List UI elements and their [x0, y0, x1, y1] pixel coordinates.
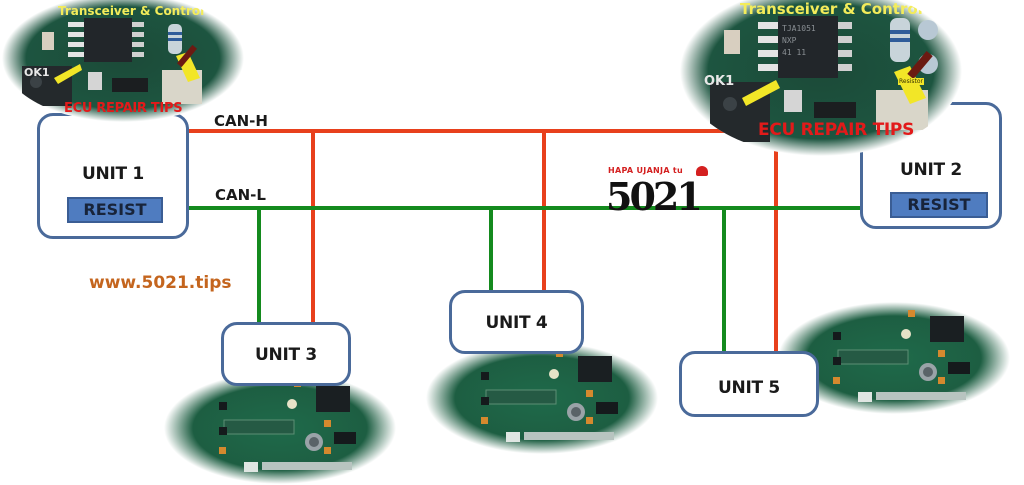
- website-link[interactable]: www.5021.tips: [89, 273, 232, 293]
- brand-logo: HAPA UJANJA tu 5021: [606, 166, 716, 220]
- can-low-label: CAN-L: [215, 186, 266, 204]
- unit-2-resist-terminator: RESIST: [890, 192, 988, 218]
- unit-2-photo-watermark-url: www.5021: [906, 142, 942, 149]
- unit-2-photo-banner: Transceiver & Control: [740, 0, 923, 18]
- unit-2-photo-watermark: ECU REPAIR TIPS: [758, 120, 915, 140]
- can-high-bus-line: [188, 129, 780, 133]
- unit-5-pcb-photo: [778, 302, 1010, 414]
- unit-4-box[interactable]: UNIT 4: [449, 290, 584, 354]
- logo-number: 5021: [606, 174, 703, 219]
- can-high-drop-unit-5: [774, 129, 778, 354]
- unit-3-pcb-photo: [164, 372, 396, 484]
- unit-1-photo-watermark: ECU REPAIR TIPS: [64, 101, 183, 116]
- unit-2-chip-text-brand: NXP: [782, 36, 797, 45]
- unit-5-label: UNIT 5: [718, 378, 780, 398]
- unit-2-label: UNIT 2: [900, 160, 962, 180]
- unit-1-photo-banner: Transceiver & Control: [58, 4, 205, 18]
- unit-4-label: UNIT 4: [485, 313, 548, 333]
- unit-3-label: UNIT 3: [255, 345, 317, 365]
- unit-2-photo-board-label: OK1: [704, 74, 735, 89]
- unit-2-arrow-label-resistor: Resistor: [898, 78, 924, 85]
- can-high-drop-unit-4: [542, 129, 546, 293]
- unit-1-label: UNIT 1: [82, 164, 144, 184]
- unit-3-box[interactable]: UNIT 3: [221, 322, 351, 386]
- unit-2-chip-text-code: 41 11: [782, 48, 807, 57]
- can-low-drop-unit-4: [489, 206, 493, 293]
- unit-2-transceiver-photo: Transceiver & Control OK1 TJA1051 NXP 41…: [680, 0, 962, 156]
- unit-1-resist-terminator: RESIST: [67, 197, 163, 223]
- unit-2-chip-text-part: TJA1051: [782, 24, 816, 33]
- can-low-bus-line: [188, 206, 864, 210]
- can-high-label: CAN-H: [214, 112, 268, 130]
- unit-4-pcb-photo: [426, 342, 658, 454]
- can-low-drop-unit-3: [257, 206, 261, 325]
- logo-tagline: HAPA UJANJA tu: [608, 166, 684, 175]
- unit-5-box[interactable]: UNIT 5: [679, 351, 819, 417]
- can-high-drop-unit-3: [311, 129, 315, 325]
- unit-1-photo-board-label: OK1: [24, 66, 50, 79]
- logo-cap-icon: [696, 166, 708, 176]
- unit-1-box[interactable]: UNIT 1 RESIST: [37, 113, 189, 239]
- can-low-drop-unit-5: [722, 206, 726, 354]
- unit-1-transceiver-photo: Transceiver & Control OK1 ECU REPAIR TIP…: [2, 0, 244, 122]
